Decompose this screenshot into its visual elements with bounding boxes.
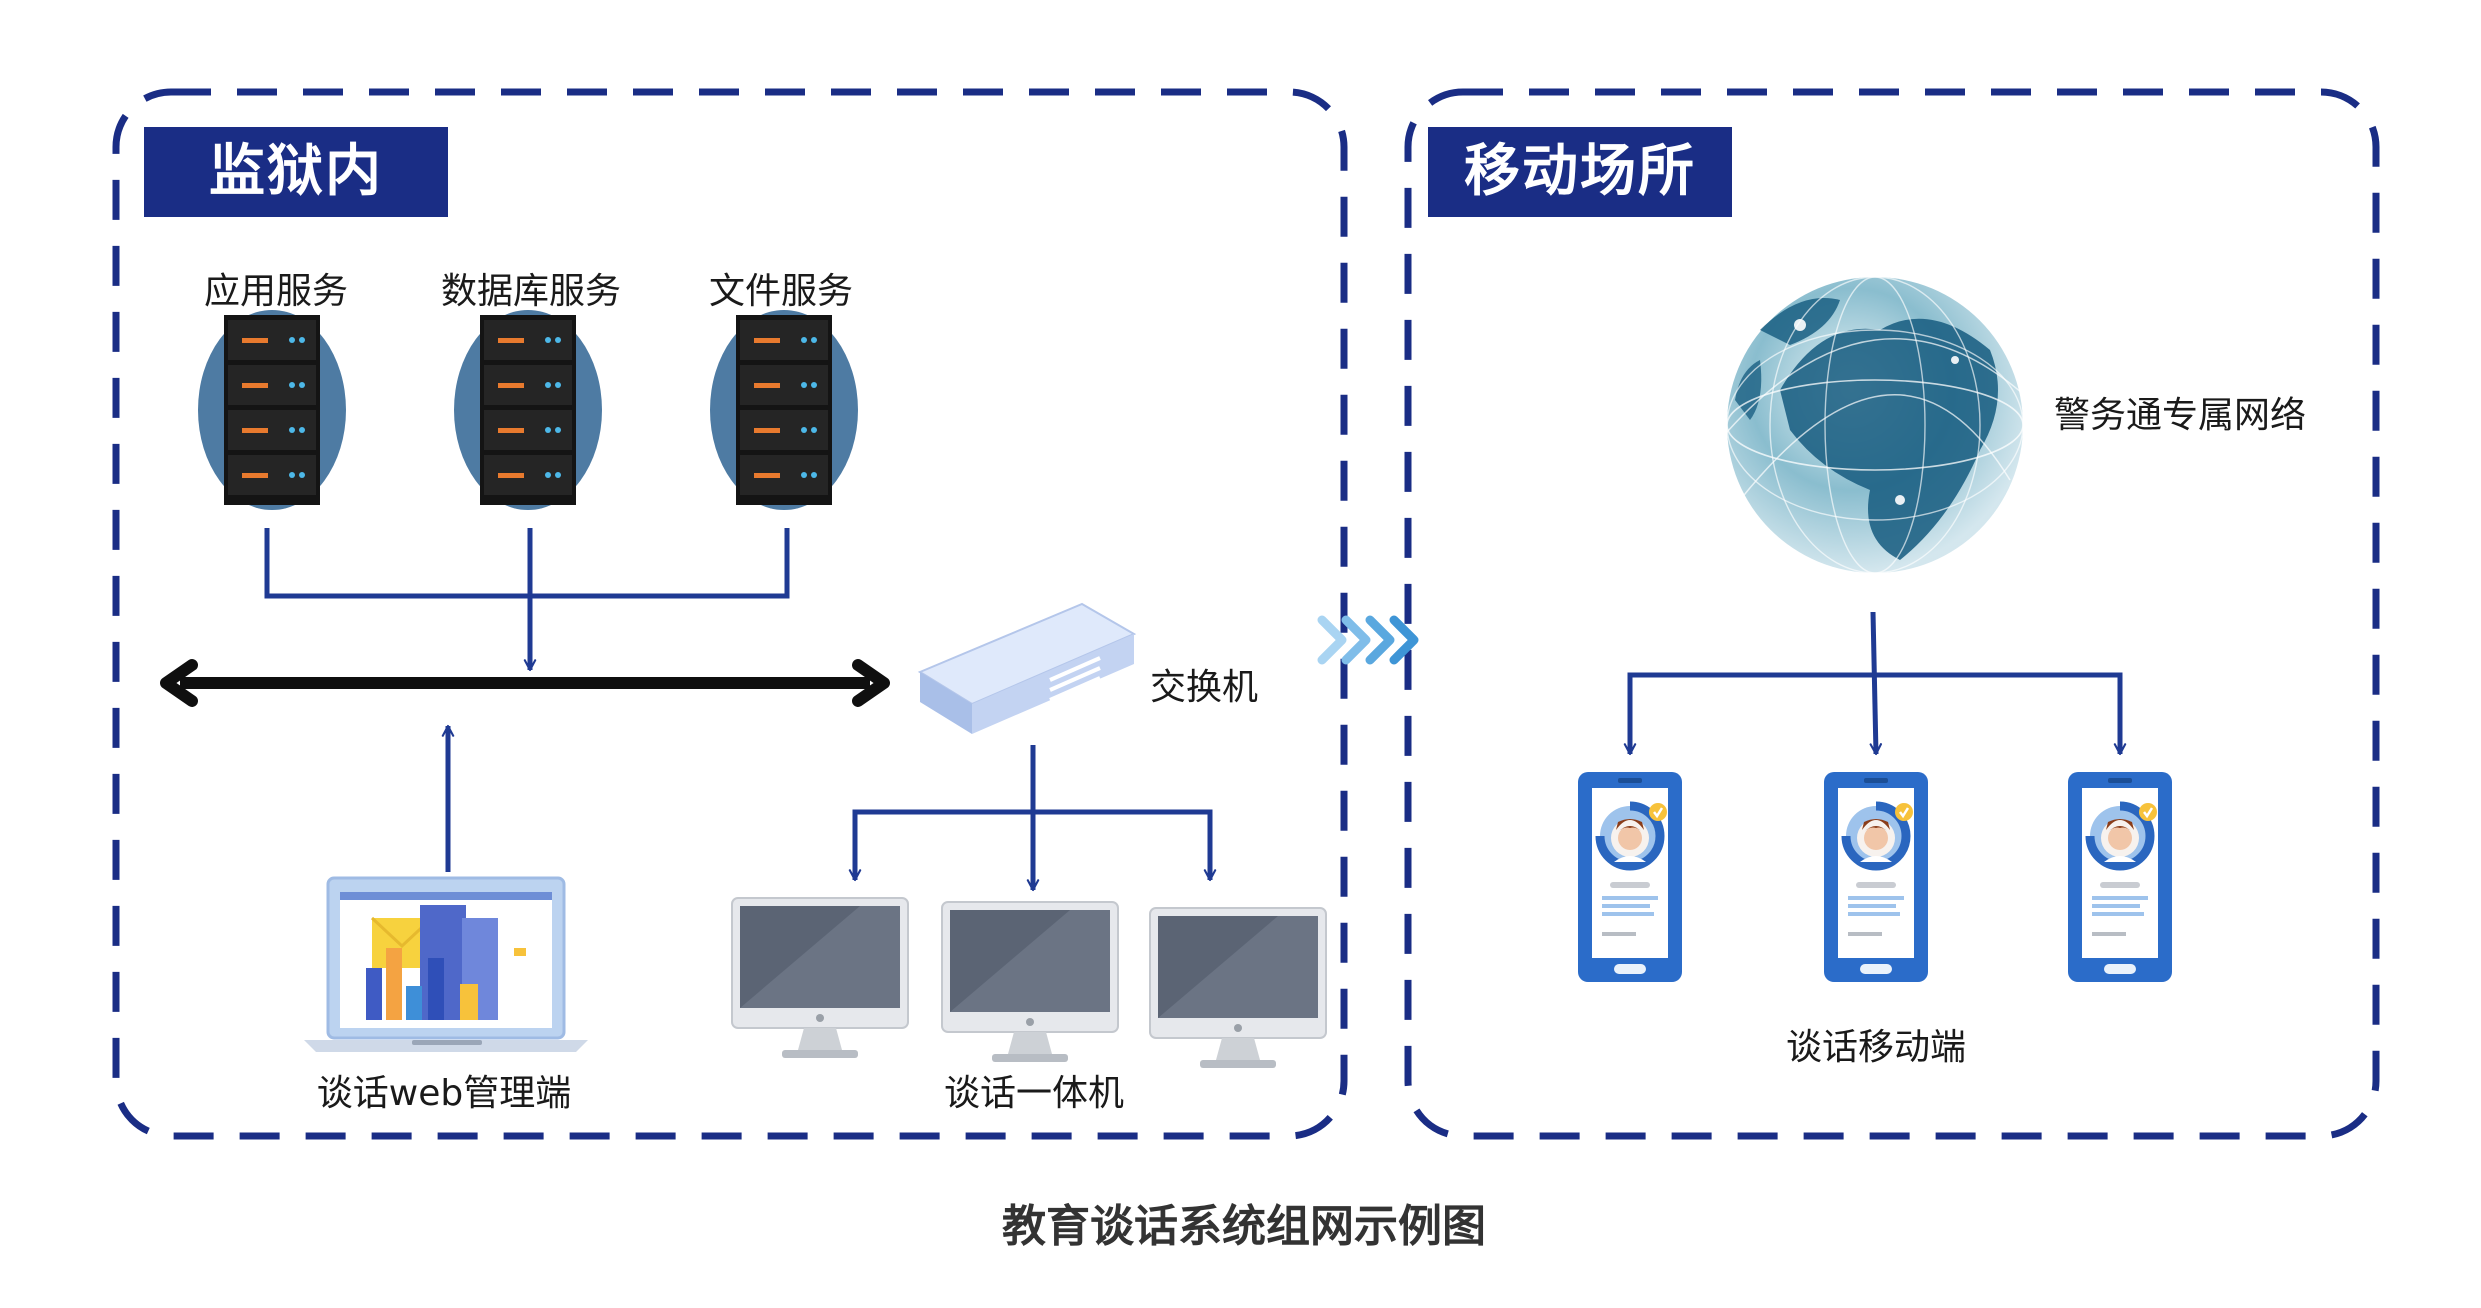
- globe-to-mobile-lines: [1623, 611, 2127, 756]
- right-panel-title: 移动场所: [1428, 127, 1732, 217]
- server-label-file: 文件服务: [708, 271, 854, 312]
- file-server-icon: [710, 310, 858, 510]
- app-server-icon: [198, 310, 346, 510]
- mobile-phone-icon: [1578, 772, 1682, 982]
- all-in-one-label: 谈话一体机: [943, 1073, 1125, 1114]
- chevrons-arrow-icon: [1317, 615, 1419, 665]
- switch-to-terminal-lines: [848, 745, 1217, 892]
- terminal-monitor-icon: [731, 897, 909, 1059]
- terminal-monitor-icon: [1149, 907, 1327, 1069]
- left-panel-border: [112, 88, 1348, 1140]
- mobile-phone-icon: [2068, 772, 2172, 982]
- server-label-app: 应用服务: [203, 271, 349, 312]
- diagram-caption: 教育谈话系统组网示例图: [1002, 1201, 1486, 1252]
- network-bus-arrow: [160, 659, 890, 707]
- network-label: 警务通专属网络: [2054, 395, 2307, 436]
- left-panel-title: 监狱内: [144, 127, 448, 217]
- mobile-phone-icon: [1824, 772, 1928, 982]
- server-label-database: 数据库服务: [440, 271, 622, 312]
- laptop-icon: [304, 876, 588, 1052]
- database-server-icon: [454, 310, 602, 510]
- mobile-label: 谈话移动端: [1785, 1027, 1967, 1068]
- globe-icon: [1719, 276, 2031, 574]
- right-panel-border: [1404, 88, 2380, 1140]
- web-client-label: 谈话web管理端: [316, 1073, 572, 1114]
- server-connector-lines: [264, 528, 790, 672]
- switch-icon: [917, 602, 1137, 734]
- terminal-monitor-icon: [941, 901, 1119, 1063]
- switch-label: 交换机: [1150, 667, 1259, 708]
